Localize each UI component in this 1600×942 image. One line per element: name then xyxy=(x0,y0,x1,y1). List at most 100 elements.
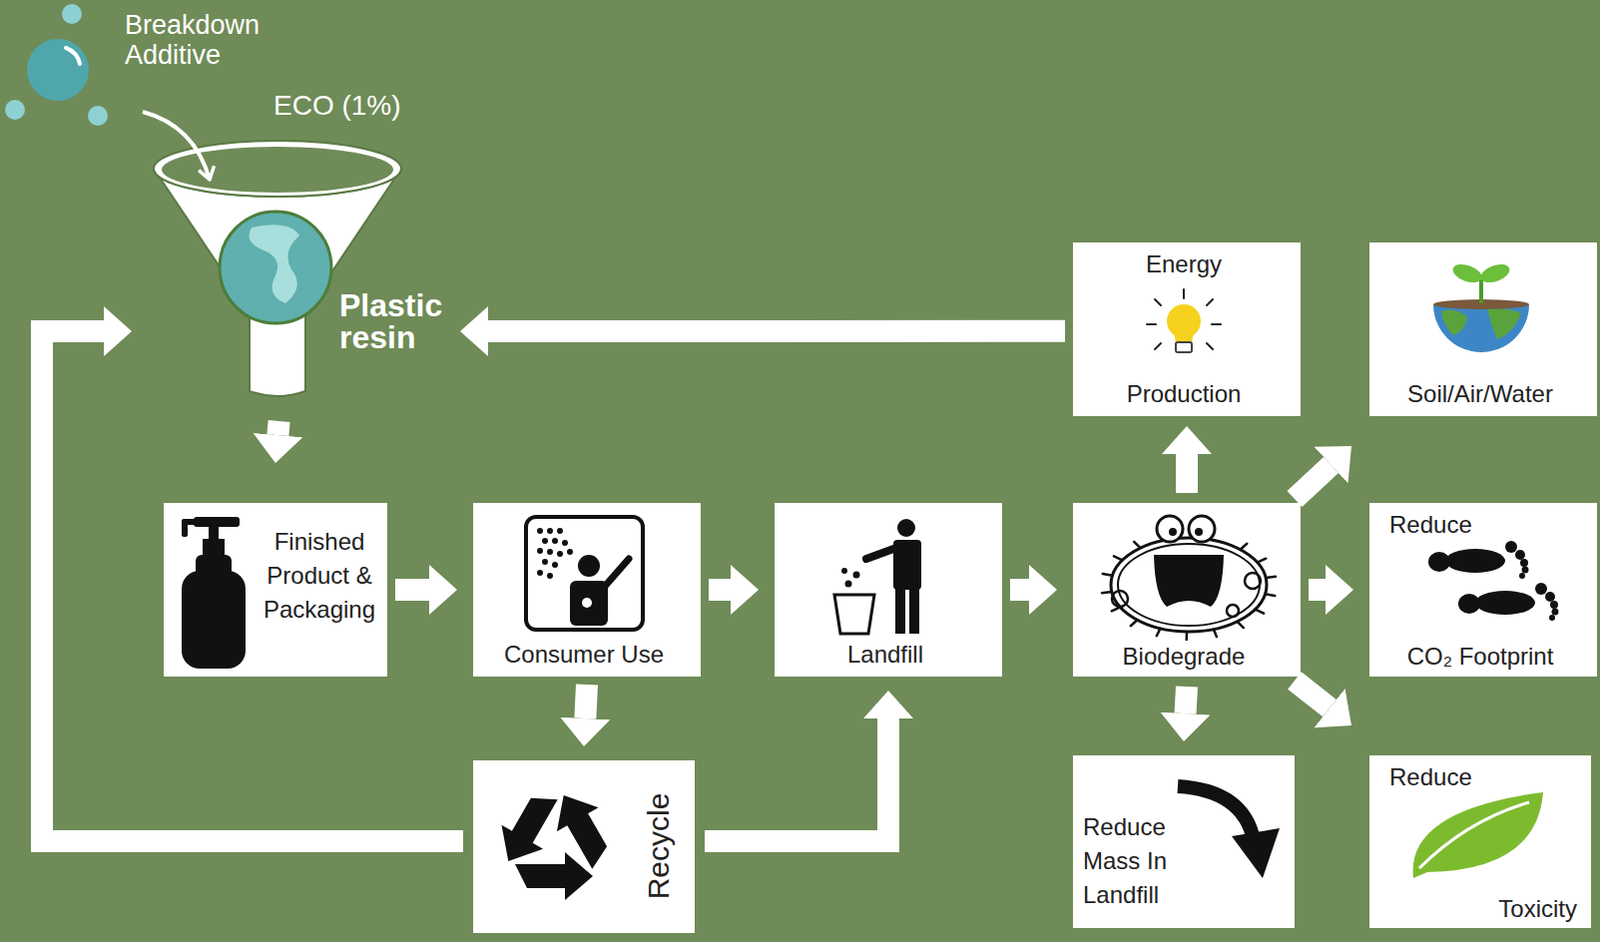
microbe-icon xyxy=(1101,516,1276,640)
outcome-box: Reduce Mass In Landfill xyxy=(1072,755,1295,929)
microbe-icon xyxy=(1111,590,1128,607)
shower-icon xyxy=(600,558,629,591)
shower-icon xyxy=(541,537,548,544)
bulb-icon xyxy=(1146,289,1221,350)
earth-sprout-icon xyxy=(1479,279,1484,304)
shower-icon xyxy=(536,569,543,576)
recycle-box: Recycle xyxy=(473,760,695,934)
flow-arrow xyxy=(708,578,731,601)
box-label: Reduce Mass In Landfill xyxy=(1082,810,1183,913)
microbe-icon xyxy=(1194,528,1203,536)
earth-sprout-icon xyxy=(1433,260,1530,353)
footprint-icon xyxy=(1428,551,1451,572)
funnel-shape xyxy=(219,211,332,324)
box-heading: Reduce xyxy=(1389,511,1473,539)
recycle-symbol xyxy=(488,781,624,901)
microbe-icon xyxy=(1156,628,1161,636)
bottle-icon xyxy=(181,517,246,669)
footprint-icon xyxy=(1549,614,1556,621)
footprint-icon xyxy=(1428,540,1560,621)
bulb-icon xyxy=(1211,323,1221,326)
curved-arrow-icon xyxy=(1231,828,1280,879)
funnel-shape xyxy=(153,140,402,197)
litter-icon xyxy=(909,584,920,634)
flow-arrow xyxy=(704,718,889,842)
shower-icon xyxy=(536,528,573,579)
shower-icon xyxy=(556,550,563,557)
footprint-icon xyxy=(1550,600,1559,609)
additive-bubbles xyxy=(4,99,25,120)
microbe-icon xyxy=(1156,516,1183,542)
box-label: Consumer Use xyxy=(473,640,695,669)
outcome-box: Soil/Air/Water xyxy=(1369,242,1598,417)
funnel-node: Plastic resin xyxy=(149,139,455,402)
shower-icon xyxy=(526,517,643,630)
litter-icon xyxy=(895,584,906,634)
footprint-icon xyxy=(1505,540,1518,553)
shower-icon xyxy=(551,561,558,568)
flow-arrow xyxy=(41,331,464,842)
flow-arrow xyxy=(1308,578,1326,601)
microbe-icon xyxy=(1133,541,1140,548)
additive-bubbles xyxy=(65,47,80,64)
litter-icon xyxy=(834,594,875,634)
bulb-icon xyxy=(1146,289,1221,353)
additive-bubbles xyxy=(87,105,108,126)
microbe-icon xyxy=(1255,609,1265,614)
flow-arrow xyxy=(1010,578,1030,601)
outcome-box: EnergyProduction xyxy=(1072,242,1301,417)
recycle-symbol xyxy=(488,781,569,874)
box-label: Landfill xyxy=(774,640,997,669)
leaf-icon xyxy=(1413,792,1544,879)
additive-bubbles xyxy=(4,3,108,126)
outcome-box: ReduceToxicity xyxy=(1369,755,1592,929)
shower-icon xyxy=(556,528,563,534)
litter-icon xyxy=(893,539,922,590)
box-heading: Reduce xyxy=(1389,763,1473,792)
footprint-icon xyxy=(1552,608,1560,616)
litter-icon xyxy=(866,547,897,559)
litter-icon xyxy=(841,567,848,574)
microbe-icon xyxy=(1110,537,1267,632)
footprint-icon xyxy=(1475,590,1536,615)
microbe-icon xyxy=(1226,604,1239,617)
footprint-icon xyxy=(1520,558,1529,567)
bulb-icon xyxy=(1166,304,1201,339)
microbe-icon xyxy=(1257,558,1267,563)
bulb-icon xyxy=(1146,323,1156,326)
footprint-icon xyxy=(1522,566,1530,574)
process-box: Landfill xyxy=(774,503,1003,677)
bulb-icon xyxy=(1154,343,1161,350)
bulb-icon xyxy=(1182,289,1185,299)
litter-icon xyxy=(834,519,922,634)
shower-icon xyxy=(569,580,608,626)
additive-arrow xyxy=(142,111,210,180)
flow-arrow xyxy=(488,320,1066,343)
flow-arrow xyxy=(1175,454,1198,494)
shower-icon xyxy=(546,528,553,534)
bulb-icon xyxy=(1206,299,1213,306)
shower-icon xyxy=(526,517,643,630)
leaf-icon xyxy=(1419,802,1530,869)
bottle-icon xyxy=(202,538,225,557)
microbe-icon xyxy=(1117,543,1260,626)
microbe-icon xyxy=(1185,631,1189,640)
box-label: Plastic resin xyxy=(339,289,452,354)
annotation-label: Breakdown Additive xyxy=(124,9,303,70)
flow-arrow xyxy=(277,421,279,436)
leaf-icon xyxy=(1413,792,1544,879)
footprint-icon xyxy=(1458,593,1481,614)
earth-sprout-icon xyxy=(1441,310,1468,336)
funnel-shape xyxy=(161,146,394,193)
box-label: Recycle xyxy=(644,793,673,901)
bulb-icon xyxy=(1173,332,1194,343)
bulb-icon xyxy=(1154,299,1161,306)
box-label: CO₂ Footprint xyxy=(1369,642,1592,671)
bottle-icon xyxy=(195,554,232,579)
annotation-label: ECO (1%) xyxy=(273,89,402,122)
shower-icon xyxy=(566,548,573,555)
shower-icon xyxy=(541,558,548,565)
footprint-icon xyxy=(1519,572,1526,579)
